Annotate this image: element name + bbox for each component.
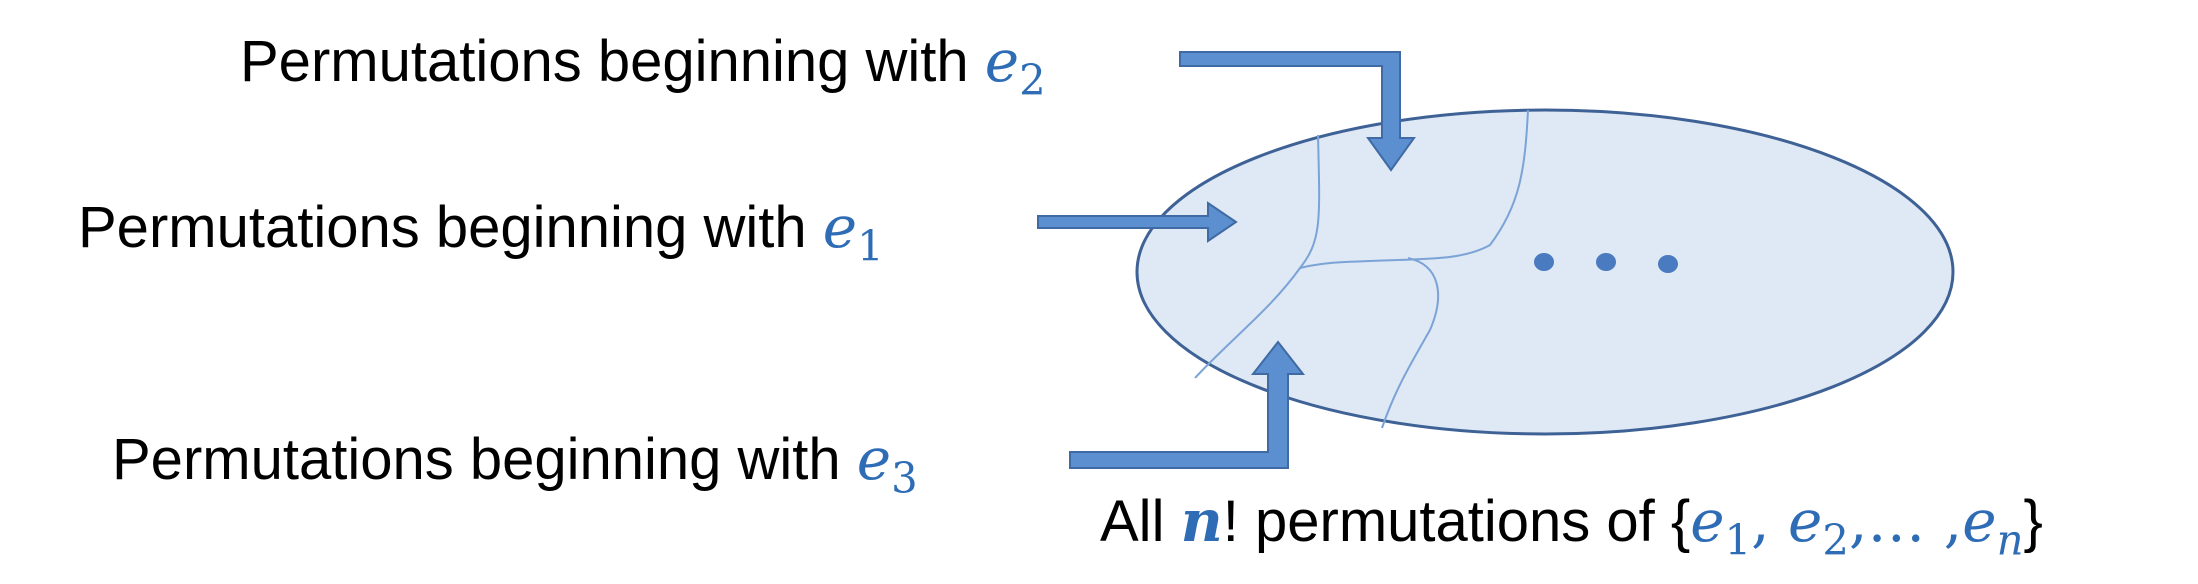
label-e1-sub: 1 [857, 221, 884, 271]
label-all-bang: ! [1222, 489, 1239, 554]
label-permutations-e2: Permutations beginning with e2 [240, 32, 1046, 101]
label-permutations-e1: Permutations beginning with e1 [78, 198, 884, 267]
label-all-en-var: e [1962, 487, 1997, 555]
ellipsis-dot-3 [1658, 255, 1678, 273]
label-all-n: n [1180, 487, 1223, 555]
partition-line-bottom [1381, 257, 1440, 429]
partition-line-top-right [1299, 109, 1529, 269]
label-all-permutations: All n! permutations of {e1, e2,… ,en} [1100, 492, 2043, 561]
label-all-e1-sub: 1 [1724, 515, 1752, 565]
label-all-sep1: , [1751, 487, 1789, 555]
label-e2-var: e [984, 27, 1020, 95]
label-all-e2-sub: 2 [1822, 515, 1849, 565]
label-e1-text: Permutations beginning with [78, 195, 823, 260]
label-all-e2-var: e [1788, 487, 1823, 555]
label-e1-var: e [822, 193, 858, 261]
label-all-en-sub: n [1996, 515, 2024, 565]
arrow-e2 [1179, 51, 1416, 172]
label-e2-text: Permutations beginning with [240, 29, 985, 94]
partition-line-left [1194, 134, 1321, 379]
label-all-e1-var: e [1690, 487, 1725, 555]
arrow-e3 [1069, 340, 1306, 469]
label-all-prefix: All [1100, 489, 1181, 554]
permutation-set-ellipse [1135, 108, 1955, 436]
label-e2-sub: 2 [1019, 55, 1046, 105]
ellipsis-dot-1 [1534, 253, 1554, 271]
label-all-suffix: } [2023, 489, 2043, 554]
label-e3-text: Permutations beginning with [112, 427, 857, 492]
ellipsis-dot-2 [1596, 253, 1616, 271]
label-all-ellipsis: ,… , [1848, 487, 1963, 555]
label-all-middle: permutations of { [1238, 489, 1691, 554]
label-e3-var: e [856, 425, 892, 493]
arrow-e1 [1037, 201, 1238, 243]
label-e3-sub: 3 [891, 453, 918, 503]
label-permutations-e3: Permutations beginning with e3 [112, 430, 918, 499]
